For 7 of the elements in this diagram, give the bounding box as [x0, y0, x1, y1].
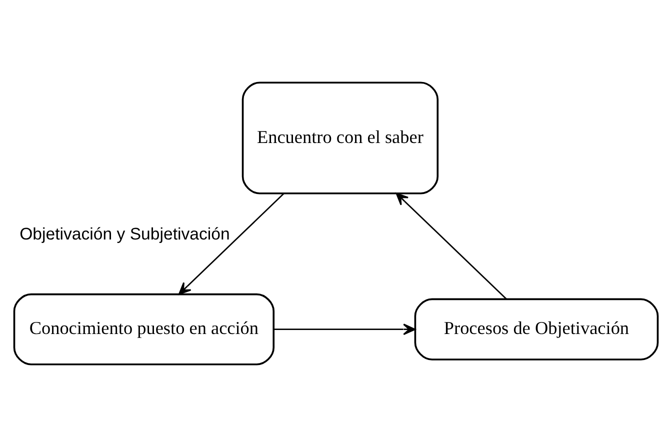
- arrow: [274, 323, 416, 335]
- node-box: Encuentro con el saber: [242, 81, 439, 194]
- arrow: [178, 192, 284, 294]
- arrow: [396, 192, 507, 300]
- node-box: Conocimiento puesto en acción: [13, 292, 275, 365]
- node-box: Procesos de Objetivación: [414, 298, 659, 360]
- edge-label: Objetivación y Subjetivación: [20, 224, 230, 243]
